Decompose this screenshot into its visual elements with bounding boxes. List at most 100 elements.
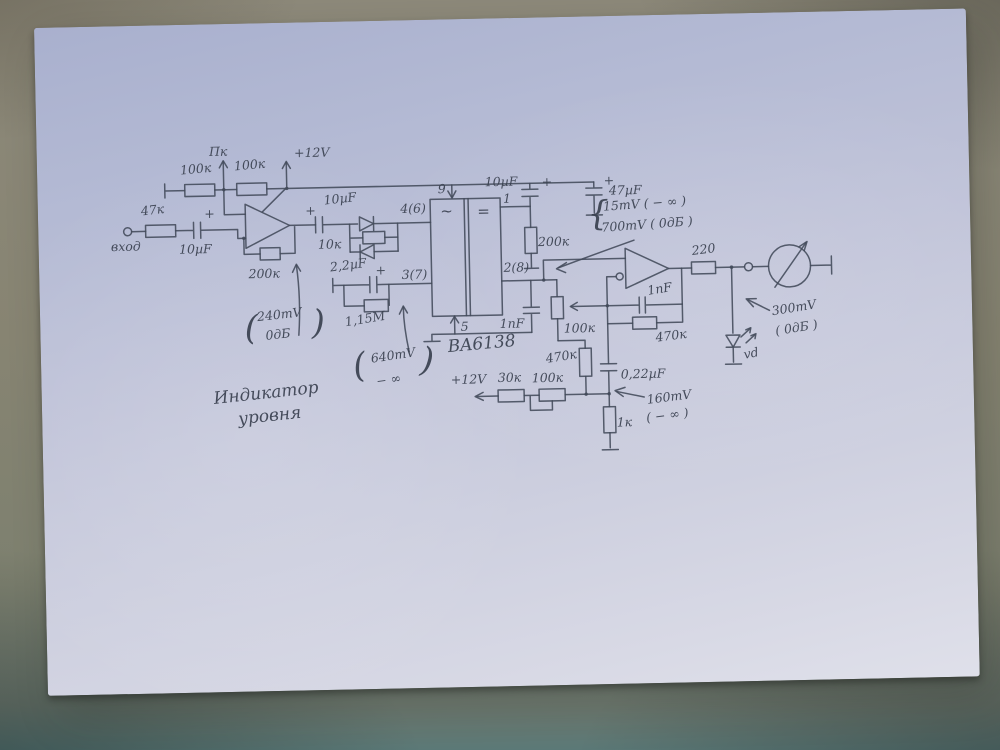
label-c-couple: 10µF xyxy=(323,189,358,208)
resistor-out xyxy=(690,260,717,275)
label-ic-pin5: 5 xyxy=(461,319,469,334)
label-vcc-top: +12V xyxy=(294,144,332,160)
resistor-bias1 xyxy=(183,183,216,198)
label-input: вход xyxy=(111,239,141,255)
opamp-2 xyxy=(624,247,670,290)
paren: ( xyxy=(244,308,259,348)
label-r-pin1: 200к xyxy=(537,234,570,250)
paren: ) xyxy=(310,303,325,343)
paren: ) xyxy=(418,340,436,381)
diode-reverse xyxy=(359,243,376,260)
label-r-pot-bias: 100к xyxy=(532,370,564,386)
note-240-line2: 0дБ xyxy=(265,325,292,343)
resistor-int xyxy=(363,298,390,313)
label-r-bias2: 100к xyxy=(233,156,266,174)
ic-body xyxy=(429,197,504,318)
label-r-fb2: 470к xyxy=(654,326,688,345)
label-r-vert: 470к xyxy=(544,346,579,366)
bias-rail: 100к 100к Пк +12V xyxy=(163,144,595,199)
title-line1: Индикатор xyxy=(212,378,320,409)
opamp-1-stage: 47к вход 10µF + 200к ( 240mV 0дБ ) xyxy=(111,187,325,348)
note-det-line2: 700mV ( 0дБ ) xyxy=(601,213,693,235)
dc-symbol: = xyxy=(477,202,490,220)
led xyxy=(725,334,741,348)
plus-mark: + xyxy=(542,174,553,189)
diode-forward xyxy=(358,216,375,232)
note-300-arrow xyxy=(747,299,771,312)
label-ic-pin9: 9 xyxy=(438,181,446,196)
opamp-2-stage: 1nF 470к 220 vd { 15mV ( xyxy=(542,193,833,366)
vcc-arrow xyxy=(285,161,288,190)
resistor-1k xyxy=(602,405,617,434)
resistor-pin1 xyxy=(523,226,538,255)
resistor-fb2 xyxy=(631,315,658,330)
note-160-line1: 160mV xyxy=(646,386,694,407)
label-r-int: 1,15M xyxy=(344,308,388,329)
label-r-fb1: 200к xyxy=(247,266,280,282)
label-c-input: 10µF xyxy=(179,241,213,257)
pin28-network: 2(8) 1nF 100к xyxy=(499,259,609,342)
note-300-line1: 300mV xyxy=(771,296,820,318)
plus-mark: + xyxy=(305,203,316,218)
label-c-big: 0,22µF xyxy=(621,366,667,382)
label-r-bias1: 100к xyxy=(179,160,212,178)
plus-mark: + xyxy=(375,262,386,277)
inverting-input-bubble xyxy=(615,272,624,281)
label-led: vd xyxy=(742,344,760,362)
label-ic-pin1: 1 xyxy=(503,191,511,206)
plus-mark: + xyxy=(604,173,615,188)
plus-mark: + xyxy=(204,206,215,221)
note-300-line2: ( 0дБ ) xyxy=(774,317,819,339)
label-r-input: 47к xyxy=(139,201,165,219)
note-det-arrow xyxy=(557,239,635,269)
input-terminal xyxy=(122,227,133,237)
note-240-arrow xyxy=(295,264,301,336)
label-ic-pin28: 2(8) xyxy=(502,259,529,275)
opamp-1 xyxy=(244,203,291,250)
title-line2: уровня xyxy=(236,403,302,430)
label-r-out: 220 xyxy=(690,240,717,258)
resistor-30k xyxy=(497,388,526,403)
label-vcc-bot: +12V xyxy=(451,371,489,387)
resistor-series xyxy=(361,230,386,245)
testpoint-arrow xyxy=(222,161,225,191)
pot-detector xyxy=(550,295,565,320)
label-r-30k: 30к xyxy=(498,370,522,385)
output-terminal xyxy=(743,262,754,272)
label-r-pot-det: 100к xyxy=(564,320,596,336)
resistor-470-vert xyxy=(578,347,593,378)
led-wire xyxy=(730,266,734,334)
label-c-fb2: 1nF xyxy=(646,279,674,298)
ac-symbol: ~ xyxy=(440,202,453,220)
note-640-line1: 640mV xyxy=(370,344,418,366)
paren: ( xyxy=(350,345,370,387)
note-160-line2: ( − ∞ ) xyxy=(645,405,689,425)
label-c-supply: 47µF xyxy=(608,182,643,198)
label-c-int: 2,2µF xyxy=(328,255,369,275)
bias-chain: 0,22µF +12V 30к 100к 470к 1к 160mV xyxy=(451,339,694,451)
pot-bias xyxy=(538,387,567,402)
note-240-line1: 240mV xyxy=(255,304,304,324)
resistor-bias2 xyxy=(235,182,268,197)
resistor-input xyxy=(144,224,177,239)
note-640-arrow xyxy=(402,306,410,353)
label-ic-pin46: 4(6) xyxy=(399,201,426,217)
label-r-1k: 1к xyxy=(617,414,633,429)
detector-input-network: 10µF + 10к 4(6) xyxy=(305,189,432,260)
label-c-pin1: 10µF xyxy=(485,174,519,190)
resistor-fb1 xyxy=(259,246,282,261)
pin37-network: 2,2µF + 3(7) 1,15M ( 640mV − ∞ ) xyxy=(328,255,436,389)
label-ic-pin37: 3(7) xyxy=(401,267,427,283)
schematic-title: Индикатор уровня xyxy=(212,378,320,430)
label-c-pin2: 1nF xyxy=(499,315,525,331)
meter-needle xyxy=(774,241,807,288)
label-r-series: 10к xyxy=(318,236,342,251)
brace: { xyxy=(587,194,609,234)
note-det-line1: 15mV ( − ∞ ) xyxy=(602,193,686,214)
note-640-line2: − ∞ xyxy=(375,370,402,388)
label-ic-part: BA6138 xyxy=(446,331,517,357)
supply-filter: 10µF + + 47µF 1 200к xyxy=(485,173,643,270)
label-testpoint: Пк xyxy=(208,144,228,159)
